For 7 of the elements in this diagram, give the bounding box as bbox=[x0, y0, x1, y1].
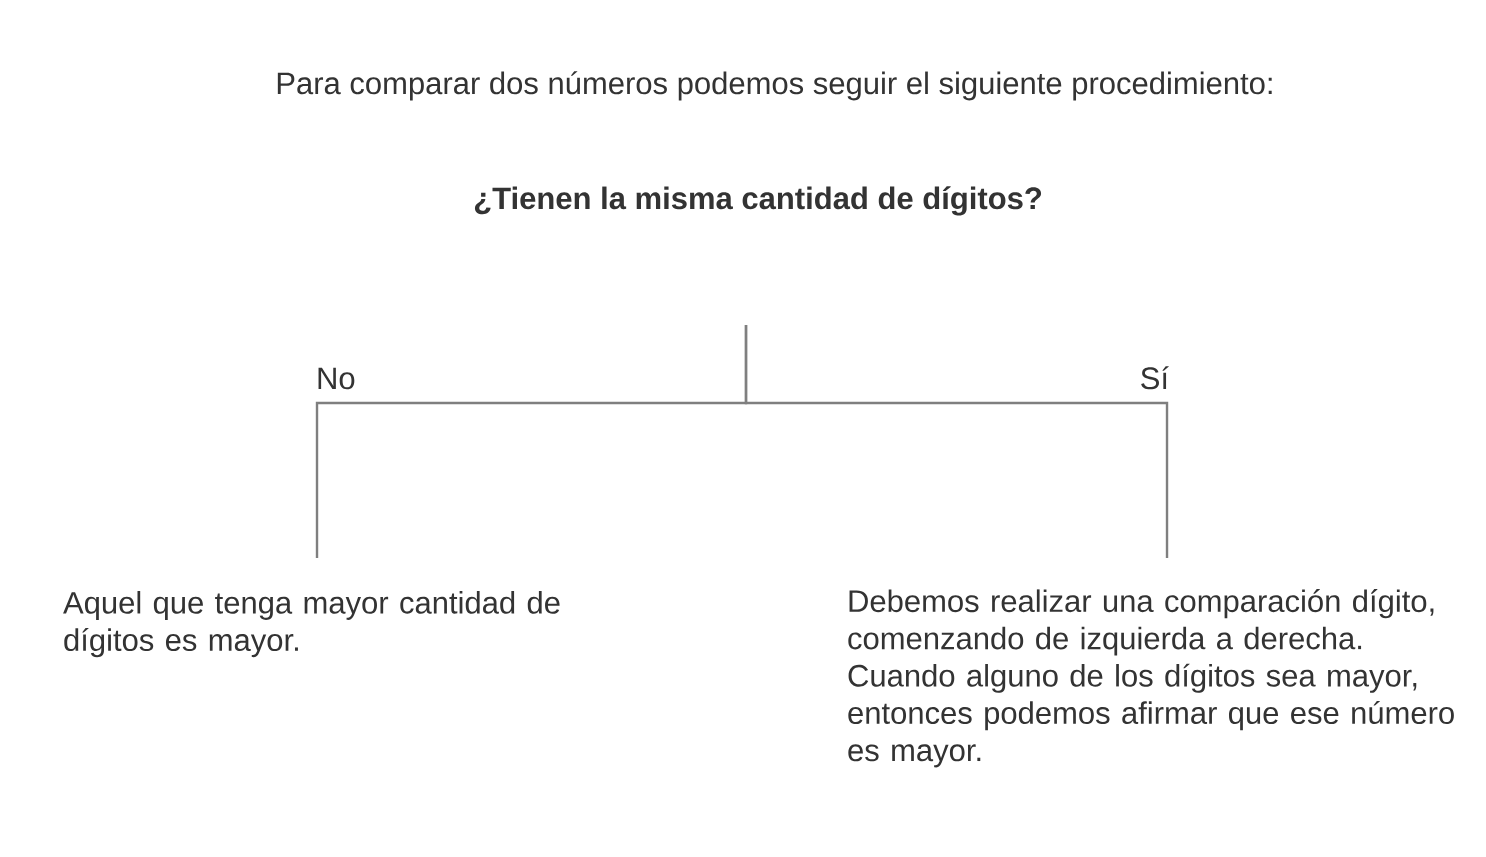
edge-label: No bbox=[318, 367, 355, 390]
answer-text: Aquel que tenga mayor cantidad de dígitos es mayor. bbox=[63, 591, 560, 658]
answer-text: Debemos realizar una comparación dígito, comenzando de izquierda a derecha. Cuando alguno de los dígitos sea mayor, entonces podemos afirmar que ese número es mayor. bbox=[848, 589, 1454, 768]
connector-line bbox=[744, 324, 1169, 558]
title: Para comparar dos números podemos seguir el siguiente procedimiento: bbox=[277, 71, 1272, 101]
question-text: ¿Tienen la misma cantidad de dígitos? bbox=[474, 186, 1042, 216]
edge-label: Sí bbox=[1141, 366, 1169, 390]
